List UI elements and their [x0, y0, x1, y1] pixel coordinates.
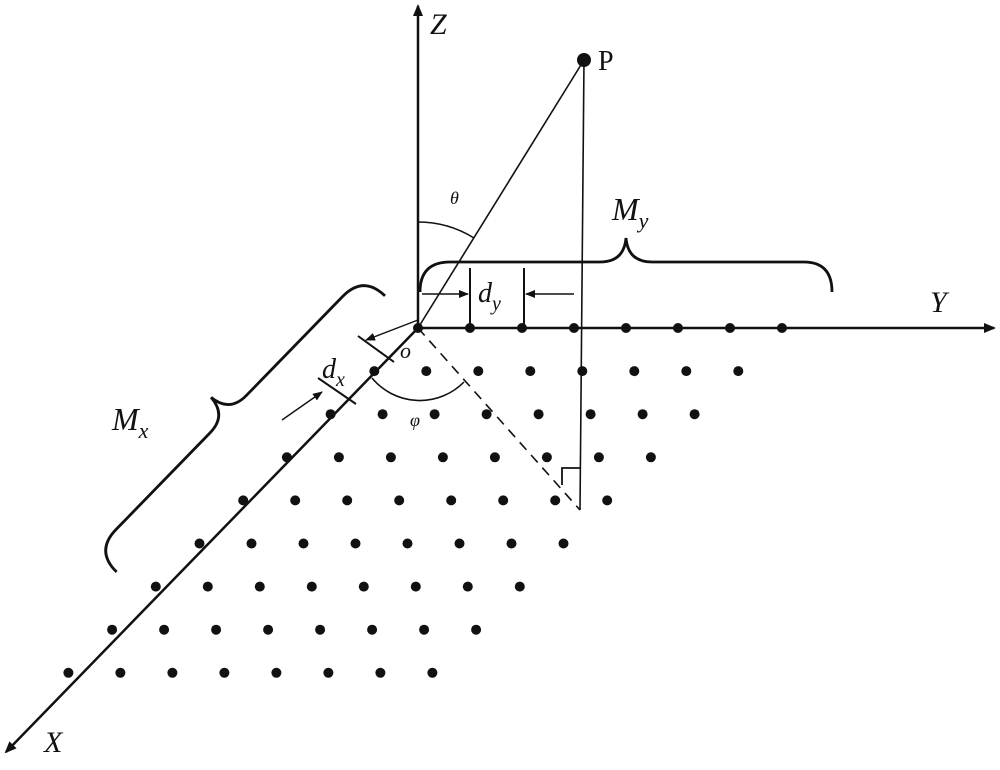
array-element-dot	[586, 409, 596, 419]
op-line	[418, 60, 584, 328]
array-element-dot	[517, 323, 527, 333]
array-element-dot	[419, 625, 429, 635]
array-element-dot	[482, 409, 492, 419]
array-element-dot	[559, 539, 569, 549]
array-element-dot	[263, 625, 273, 635]
array-element-dot	[378, 409, 388, 419]
y-axis-label: Y	[930, 286, 950, 319]
right-angle-marker	[562, 468, 580, 485]
array-element-dot	[342, 495, 352, 505]
array-element-dot	[421, 366, 431, 376]
array-element-dot	[326, 409, 336, 419]
array-element-dot	[725, 323, 735, 333]
array-element-dot	[427, 668, 437, 678]
array-element-dot	[299, 539, 309, 549]
array-element-dot	[507, 539, 517, 549]
array-element-dot	[282, 452, 292, 462]
array-element-dot	[438, 452, 448, 462]
array-element-dot	[733, 366, 743, 376]
theta-arc	[418, 222, 474, 238]
array-element-dot	[411, 582, 421, 592]
array-element-dot	[115, 668, 125, 678]
dy-label: dy	[478, 278, 501, 315]
array-element-dot	[690, 409, 700, 419]
array-element-dot	[638, 409, 648, 419]
array-element-dot	[63, 668, 73, 678]
dx-bracket-upper	[358, 336, 394, 362]
dx-label: dx	[322, 354, 345, 391]
array-element-dot	[195, 539, 205, 549]
array-element-dot	[550, 495, 560, 505]
array-element-dot	[403, 539, 413, 549]
array-element-dot	[525, 366, 535, 376]
array-element-dot	[315, 625, 325, 635]
array-element-dot	[159, 625, 169, 635]
array-element-dot	[471, 625, 481, 635]
array-element-dot	[777, 323, 787, 333]
theta-label: θ	[450, 188, 459, 208]
o-projection-dashed-line	[418, 328, 580, 510]
array-element-dot	[271, 668, 281, 678]
array-element-dot	[369, 366, 379, 376]
point-p	[577, 53, 591, 67]
array-element-dot	[515, 582, 525, 592]
array-element-dot	[394, 495, 404, 505]
array-element-dot	[577, 366, 587, 376]
array-element-dot	[498, 495, 508, 505]
array-element-dot	[681, 366, 691, 376]
array-element-dot	[594, 452, 604, 462]
array-element-dot	[359, 582, 369, 592]
phi-label: φ	[410, 410, 420, 430]
phi-arc	[372, 378, 464, 401]
array-element-dot	[203, 582, 213, 592]
origin-label: o	[400, 338, 411, 363]
array-element-dot	[446, 495, 456, 505]
array-element-dot	[673, 323, 683, 333]
x-axis-label: X	[43, 726, 64, 759]
array-element-dot	[646, 452, 656, 462]
dx-arrow-lower	[282, 392, 322, 420]
p-projection-line	[580, 60, 584, 510]
array-elements	[63, 323, 787, 678]
array-element-dot	[367, 625, 377, 635]
array-element-dot	[465, 323, 475, 333]
array-element-dot	[413, 323, 423, 333]
array-element-dot	[334, 452, 344, 462]
array-element-dot	[602, 495, 612, 505]
array-element-dot	[323, 668, 333, 678]
array-element-dot	[211, 625, 221, 635]
array-element-dot	[247, 539, 257, 549]
array-element-dot	[629, 366, 639, 376]
array-element-dot	[307, 582, 317, 592]
point-p-label: P	[598, 46, 614, 77]
array-element-dot	[107, 625, 117, 635]
array-element-dot	[542, 452, 552, 462]
array-element-dot	[455, 539, 465, 549]
array-element-dot	[238, 495, 248, 505]
array-element-dot	[219, 668, 229, 678]
z-axis-label: Z	[430, 8, 447, 41]
array-element-dot	[490, 452, 500, 462]
array-element-dot	[255, 582, 265, 592]
array-element-dot	[621, 323, 631, 333]
array-element-dot	[167, 668, 177, 678]
array-element-dot	[375, 668, 385, 678]
array-element-dot	[473, 366, 483, 376]
mx-label: Mx	[111, 401, 149, 443]
array-element-dot	[386, 452, 396, 462]
array-element-dot	[534, 409, 544, 419]
array-element-dot	[430, 409, 440, 419]
my-label: My	[611, 191, 649, 233]
array-element-dot	[351, 539, 361, 549]
array-element-dot	[569, 323, 579, 333]
array-element-dot	[151, 582, 161, 592]
array-element-dot	[463, 582, 473, 592]
array-element-dot	[290, 495, 300, 505]
